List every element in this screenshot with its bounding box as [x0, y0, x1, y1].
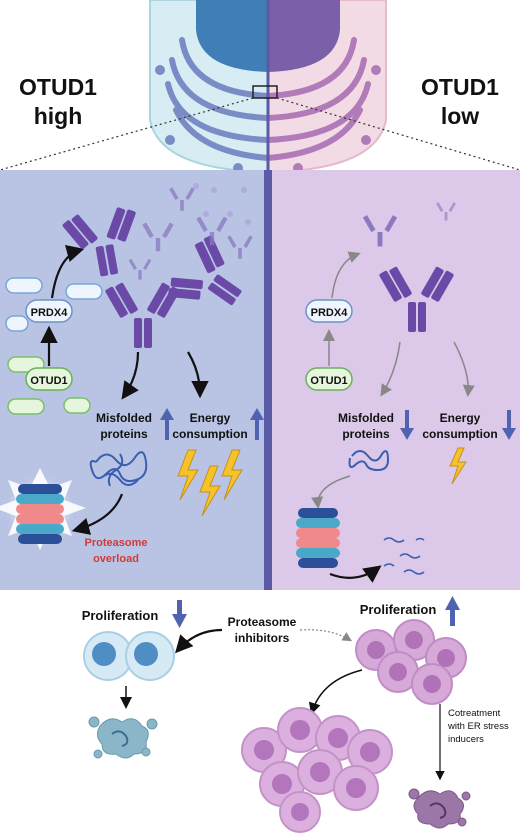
arrow-to-misfolded-left	[121, 351, 140, 400]
er-membranes-left	[165, 37, 271, 161]
energy-sublabel-right: consumption	[422, 427, 497, 441]
otud1-label-left: OTUD1	[30, 375, 67, 387]
arrow-to-energy-right	[453, 341, 475, 397]
down-arrow-icon	[172, 600, 187, 628]
arrow-prdx4-to-antibody-right	[331, 251, 361, 299]
er-membranes-right	[265, 37, 371, 161]
energy-label-left: Energy	[190, 411, 231, 425]
proteasome-icon	[296, 508, 340, 568]
otud1-low-subtitle: low	[441, 103, 479, 129]
degraded-peptides-icon	[383, 537, 425, 575]
otud1-high-title: OTUD1	[19, 74, 97, 100]
misfolded-protein-tangle-icon	[348, 450, 390, 472]
proteasome-overload-sublabel: overload	[93, 553, 139, 565]
arrow-to-proteasome-left	[71, 493, 124, 535]
cell-icon	[83, 631, 133, 681]
otud1-label-right: OTUD1	[310, 375, 347, 387]
otud1-high-subtitle: high	[34, 103, 83, 129]
prdx4-node-right: PRDX4	[305, 299, 353, 323]
apoptotic-cell-icon	[408, 788, 471, 829]
proliferation-label-left: Proliferation	[82, 608, 159, 623]
lightning-icon	[449, 447, 467, 485]
antibody-icon	[379, 266, 454, 332]
antibody-icon	[168, 235, 242, 306]
apoptotic-cell-icon	[88, 716, 158, 759]
down-arrow-icon	[400, 410, 414, 440]
antibody-icon	[62, 207, 136, 277]
zoom-box	[252, 85, 278, 99]
prdx4-label-left: PRDX4	[31, 307, 69, 319]
otud1-node-left: OTUD1	[25, 367, 73, 391]
cell-nuclei-right	[367, 631, 455, 693]
arrow-to-energy-left	[187, 351, 209, 399]
proteasome-inhibitors-label: Proteasome	[228, 615, 297, 629]
cotreatment-label: Cotreatment	[448, 708, 501, 719]
cell-icon	[125, 631, 175, 681]
tiny-antibodies-left	[193, 183, 251, 225]
cotreatment-sublabel-2: inducers	[448, 734, 484, 745]
up-arrow-icon	[445, 596, 460, 626]
small-antibodies-right	[362, 202, 456, 247]
energy-sublabel-left: consumption	[172, 427, 247, 441]
proliferation-label-right: Proliferation	[360, 602, 437, 617]
misfolded-label-left: Misfolded	[96, 411, 152, 425]
panel-divider	[264, 170, 272, 590]
proteasome-inhibitors-sublabel: inhibitors	[235, 631, 290, 645]
zoom-lines	[0, 97, 520, 171]
arrow-to-tumor-growth	[308, 669, 363, 715]
prdx4-label-right: PRDX4	[311, 307, 349, 319]
prdx4-node-left: PRDX4	[25, 299, 73, 323]
arrow-inhibitors-to-left-cells	[175, 628, 223, 654]
arrow-degradation-right	[329, 565, 382, 583]
misfolded-sublabel-right: proteins	[342, 427, 390, 441]
small-antibodies-left	[128, 187, 253, 280]
lightning-icon	[177, 449, 243, 517]
arrow-prdx4-to-antibody-left	[50, 244, 85, 299]
down-arrow-icon	[502, 410, 516, 440]
arrow-inhibitors-to-right-cells	[299, 629, 353, 642]
up-arrow-icon	[160, 408, 174, 440]
cotreatment-sublabel: with ER stress	[447, 721, 509, 732]
otud1-node-right: OTUD1	[305, 367, 353, 391]
misfolded-label-right: Misfolded	[338, 411, 394, 425]
otud1-low-title: OTUD1	[421, 74, 499, 100]
tumor-nuclei	[254, 720, 380, 821]
up-arrow-icon	[250, 408, 264, 440]
overloaded-proteasome-icon	[0, 468, 86, 550]
misfolded-protein-tangle-icon	[89, 451, 148, 487]
arrow-to-proteasome-right	[311, 475, 351, 509]
arrow-to-misfolded-right	[380, 341, 401, 397]
misfolded-sublabel-left: proteins	[100, 427, 148, 441]
proteasome-overload-label: Proteasome	[85, 537, 148, 549]
er-cell-illustration	[149, 0, 387, 174]
energy-label-right: Energy	[440, 411, 481, 425]
